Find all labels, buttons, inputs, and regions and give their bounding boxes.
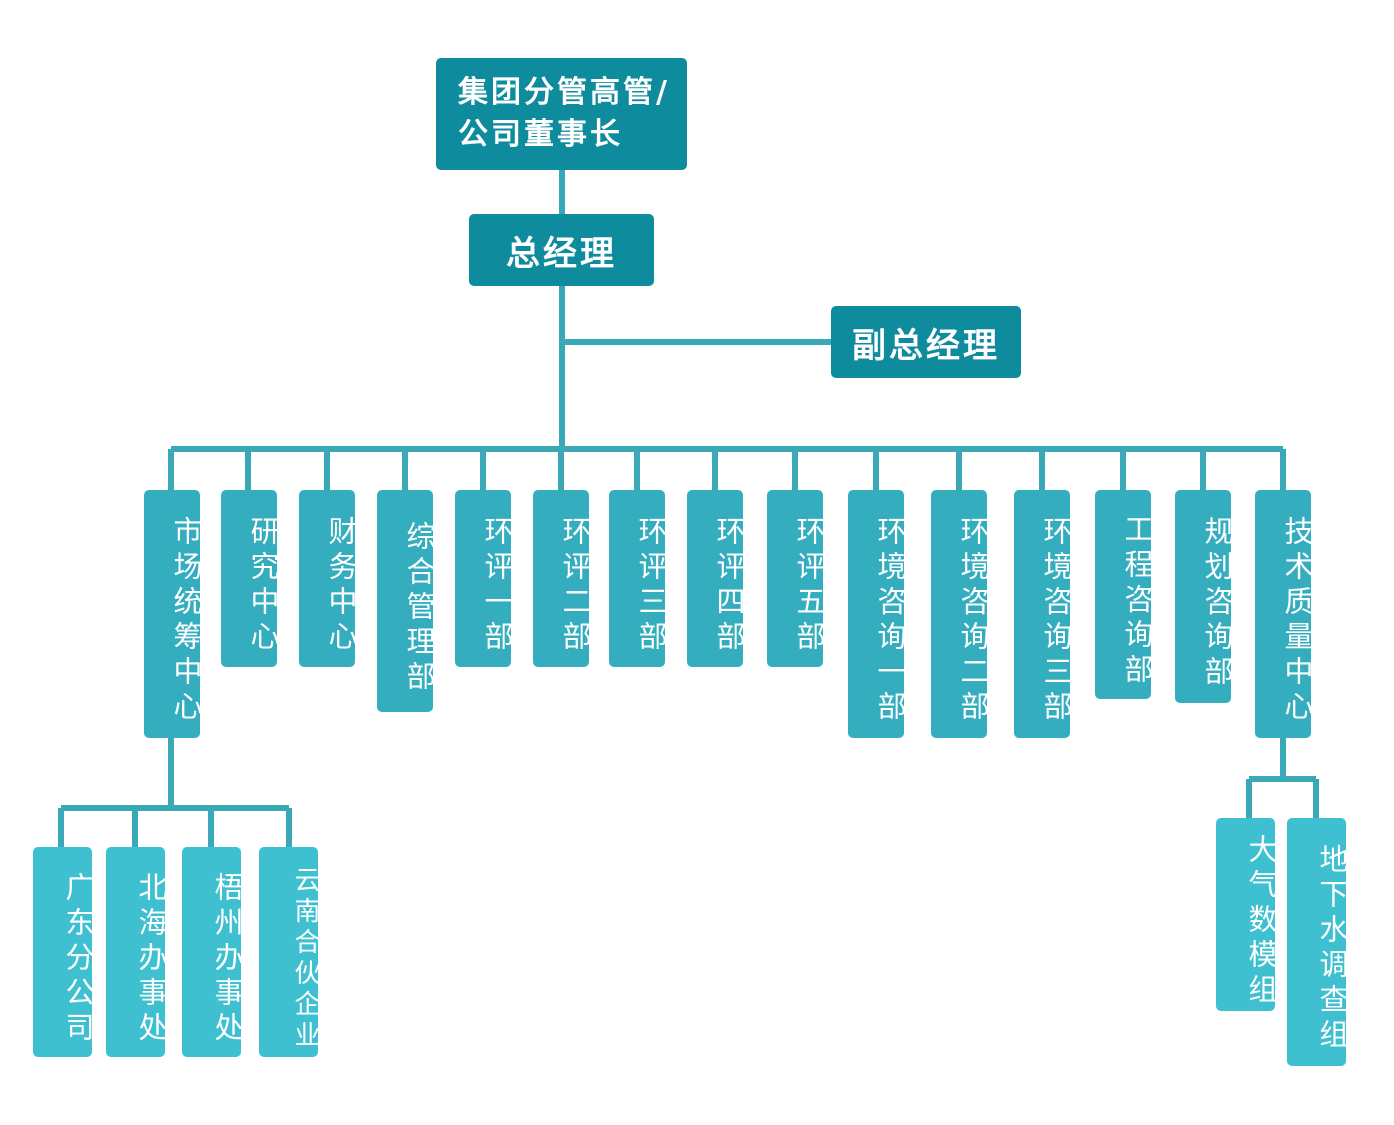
general-manager-box: 总经理 [469, 214, 654, 286]
dept-env-consult-3: 环境咨询三部 [1014, 490, 1073, 738]
deputy-manager-label: 副总经理 [852, 325, 1000, 366]
dept-eia-4: 环评四部 [687, 490, 746, 667]
sub-beihai: 北海办事处 [106, 847, 168, 1057]
dept-research: 研究中心 [221, 490, 280, 667]
dept-eia-2: 环评二部 [533, 490, 592, 667]
sub-atmospheric: 大气数模组 [1216, 818, 1278, 1011]
sub-wuzhou: 梧州办事处 [182, 847, 244, 1057]
deputy-manager-box: 副总经理 [831, 306, 1021, 378]
chairman-line1: 集团分管高管/ [458, 75, 670, 110]
dept-env-consult-2: 环境咨询二部 [931, 490, 990, 738]
dept-env-consult-1: 环境咨询一部 [848, 490, 907, 738]
chairman-box: 集团分管高管/ 公司董事长 [436, 58, 687, 170]
dept-eia-5: 环评五部 [767, 490, 826, 667]
general-manager-label: 总经理 [506, 233, 617, 274]
dept-finance: 财务中心 [299, 490, 358, 667]
sub-yunnan: 云南合伙企业 [259, 847, 320, 1057]
sub-guangdong: 广东分公司 [33, 847, 95, 1057]
sub-groundwater: 地下水调查组 [1287, 818, 1349, 1066]
dept-engineering-consult: 工程咨询部 [1095, 490, 1154, 699]
chairman-line2: 公司董事长 [458, 117, 623, 152]
dept-eia-1: 环评一部 [455, 490, 514, 667]
dept-market: 市场统筹中心 [144, 490, 203, 738]
dept-planning-consult: 规划咨询部 [1175, 490, 1234, 703]
dept-tech-quality: 技术质量中心 [1255, 490, 1314, 738]
dept-eia-3: 环评三部 [609, 490, 668, 667]
dept-admin: 综合管理部 [377, 490, 436, 712]
